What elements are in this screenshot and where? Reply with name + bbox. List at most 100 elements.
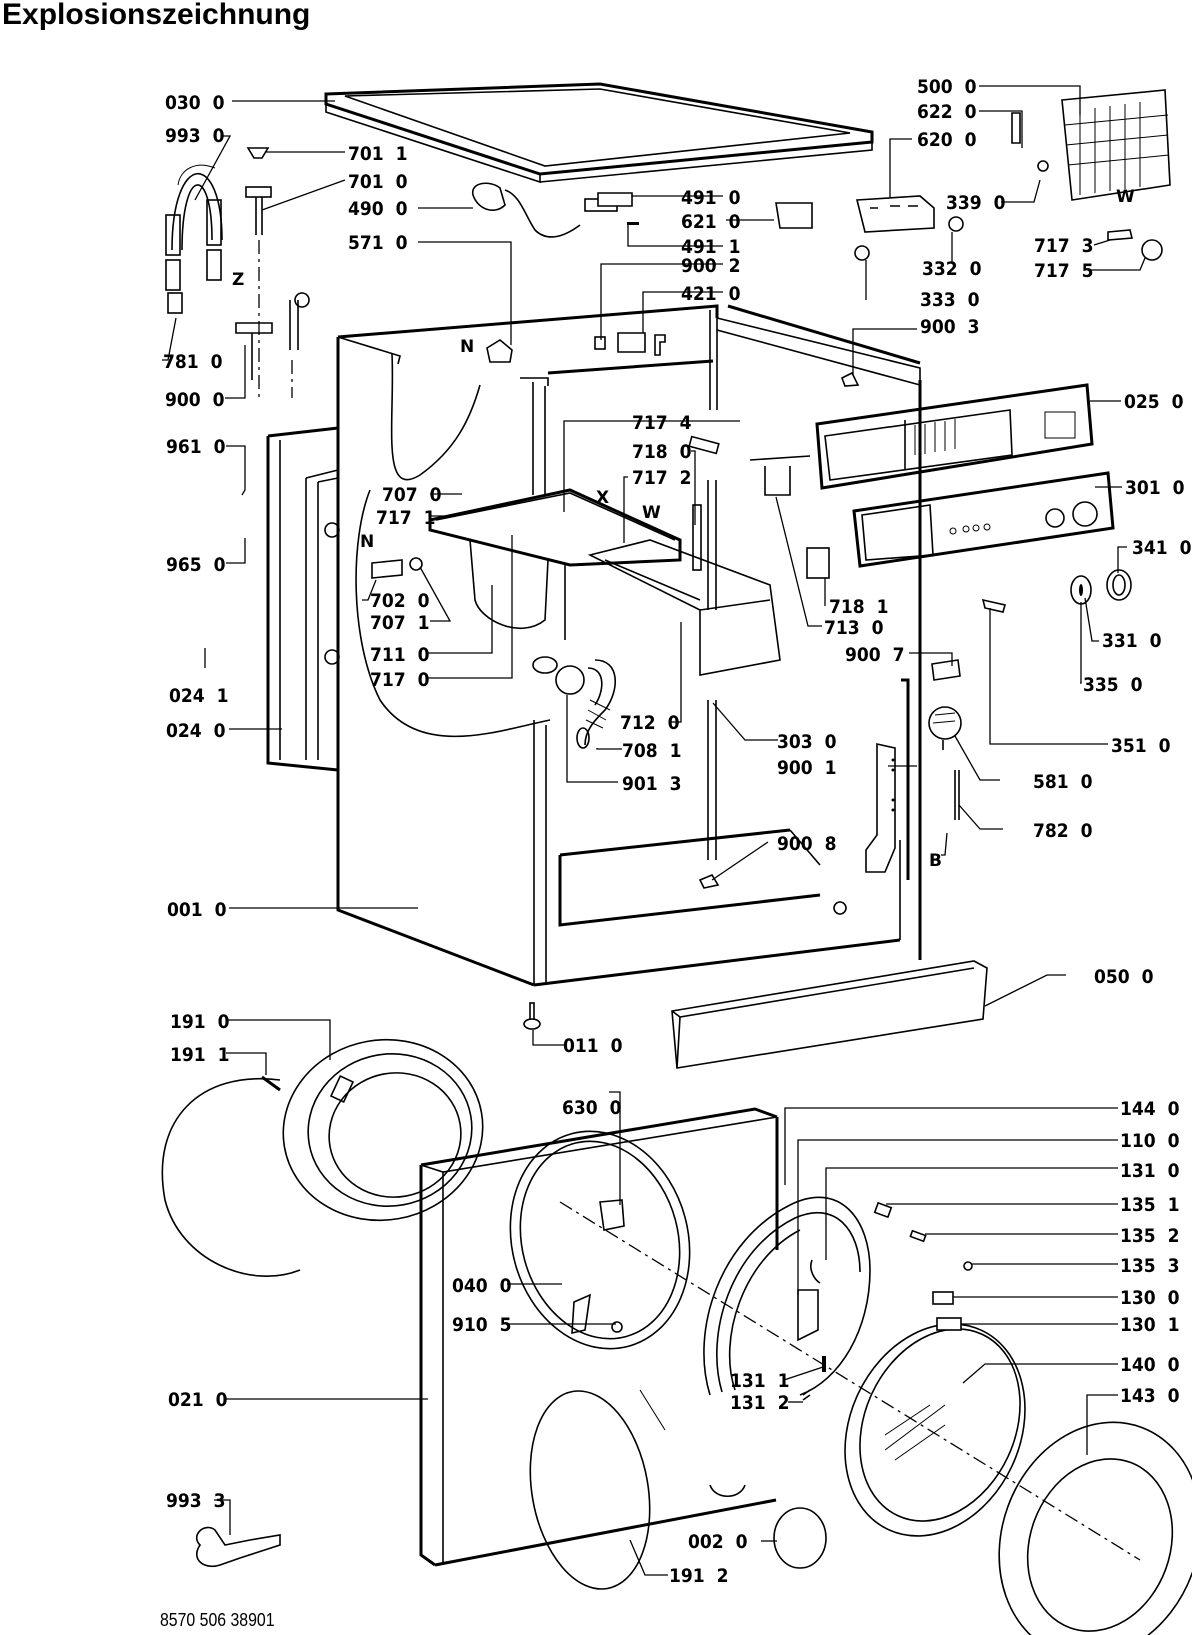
diagram-title: Explosionszeichnung — [2, 0, 311, 31]
part-switch-block — [775, 195, 964, 261]
callout-708-1[interactable]: 708 1 — [622, 740, 681, 762]
part-door-outer — [998, 1421, 1192, 1635]
callout-717-4[interactable]: 717 4 — [632, 412, 692, 434]
callout-421-0[interactable]: 421 0 — [681, 283, 741, 305]
callout-900-2[interactable]: 900 2 — [681, 255, 740, 277]
callout-110-0[interactable]: 110 0 — [1120, 1130, 1180, 1152]
callout-993-0[interactable]: 993 0 — [165, 125, 225, 147]
callout-707-0[interactable]: 707 0 — [382, 484, 442, 506]
callout-630-0[interactable]: 630 0 — [562, 1097, 622, 1119]
callout-718-1[interactable]: 718 1 — [829, 596, 888, 618]
callout-620-0[interactable]: 620 0 — [917, 129, 977, 151]
part-misc-clips — [486, 332, 860, 889]
callout-335-0[interactable]: 335 0 — [1083, 674, 1143, 696]
part-control-module — [1011, 89, 1171, 261]
callout-002-0[interactable]: 002 0 — [688, 1531, 748, 1553]
callout-140-0[interactable]: 140 0 — [1120, 1354, 1180, 1376]
callout-900-3[interactable]: 900 3 — [920, 316, 979, 338]
callout-351-0[interactable]: 351 0 — [1111, 735, 1171, 757]
callout-135-2[interactable]: 135 2 — [1120, 1225, 1179, 1247]
callout-303-0[interactable]: 303 0 — [777, 731, 837, 753]
callout-491-1[interactable]: 491 1 — [681, 236, 740, 258]
callout-621-0[interactable]: 621 0 — [681, 211, 741, 233]
callout-030-0[interactable]: 030 0 — [165, 92, 225, 114]
callout-901-3[interactable]: 901 3 — [622, 773, 681, 795]
callout-965-0[interactable]: 965 0 — [166, 554, 226, 576]
callout-050-0[interactable]: 050 0 — [1094, 966, 1154, 988]
callout-191-0[interactable]: 191 0 — [170, 1011, 230, 1033]
callout-130-1[interactable]: 130 1 — [1120, 1314, 1179, 1336]
callout-717-2[interactable]: 717 2 — [632, 467, 691, 489]
callout-labels: 030 0 993 0 701 1 701 0 490 0 571 0 781 … — [163, 76, 1192, 1587]
callout-001-0[interactable]: 001 0 — [167, 899, 227, 921]
callout-131-0[interactable]: 131 0 — [1120, 1160, 1180, 1182]
callout-332-0[interactable]: 332 0 — [922, 258, 982, 280]
callout-191-2[interactable]: 191 2 — [669, 1565, 728, 1587]
callout-707-1[interactable]: 707 1 — [370, 612, 429, 634]
callout-490-0[interactable]: 490 0 — [348, 198, 408, 220]
callout-135-3[interactable]: 135 3 — [1120, 1255, 1179, 1277]
callout-135-1[interactable]: 135 1 — [1120, 1194, 1179, 1216]
callout-713-0[interactable]: 713 0 — [824, 617, 884, 639]
callout-712-0[interactable]: 712 0 — [620, 712, 680, 734]
callout-144-0[interactable]: 144 0 — [1120, 1098, 1180, 1120]
callout-961-0[interactable]: 961 0 — [166, 436, 226, 458]
callout-717-3[interactable]: 717 3 — [1034, 235, 1093, 257]
callout-900-8[interactable]: 900 8 — [777, 833, 836, 855]
callout-024-1[interactable]: 024 1 — [169, 685, 228, 707]
callout-131-1[interactable]: 131 1 — [730, 1370, 789, 1392]
part-brackets — [749, 455, 961, 681]
part-power-cord — [472, 182, 639, 238]
callout-339-0[interactable]: 339 0 — [946, 192, 1006, 214]
part-plinth — [671, 960, 988, 1069]
callout-491-0[interactable]: 491 0 — [681, 187, 741, 209]
callout-011-0[interactable]: 011 0 — [563, 1035, 623, 1057]
callout-910-5[interactable]: 910 5 — [452, 1314, 511, 1336]
part-door-window — [844, 1323, 1026, 1537]
callout-500-0[interactable]: 500 0 — [917, 76, 977, 98]
reference-markers: Z N N X W W B — [232, 187, 1135, 871]
callout-333-0[interactable]: 333 0 — [920, 289, 980, 311]
callout-622-0[interactable]: 622 0 — [917, 101, 977, 123]
part-door-ring — [703, 1196, 871, 1396]
callout-581-0[interactable]: 581 0 — [1033, 771, 1093, 793]
callout-717-0[interactable]: 717 0 — [370, 669, 430, 691]
leader-lines — [162, 85, 1146, 1576]
callout-900-0[interactable]: 900 0 — [165, 389, 225, 411]
marker-x: X — [596, 488, 609, 508]
callout-711-0[interactable]: 711 0 — [370, 644, 430, 666]
part-cabinet — [336, 304, 922, 987]
callout-191-1[interactable]: 191 1 — [170, 1044, 229, 1066]
callout-331-0[interactable]: 331 0 — [1102, 630, 1162, 652]
marker-w-dispenser: W — [642, 503, 661, 523]
callout-701-1[interactable]: 701 1 — [348, 143, 407, 165]
callout-040-0[interactable]: 040 0 — [452, 1275, 512, 1297]
callout-025-0[interactable]: 025 0 — [1124, 391, 1184, 413]
callout-717-5[interactable]: 717 5 — [1034, 260, 1093, 282]
callout-341-0[interactable]: 341 0 — [1132, 537, 1192, 559]
part-hinge-hardware — [802, 1201, 973, 1401]
callout-900-7[interactable]: 900 7 — [845, 644, 904, 666]
callout-717-1[interactable]: 717 1 — [376, 507, 435, 529]
callout-781-0[interactable]: 781 0 — [163, 351, 223, 373]
part-pressure-switch — [928, 706, 962, 820]
callout-782-0[interactable]: 782 0 — [1033, 820, 1093, 842]
callout-900-1[interactable]: 900 1 — [777, 757, 836, 779]
callout-702-0[interactable]: 702 0 — [370, 590, 430, 612]
marker-n-top: N — [460, 337, 474, 357]
part-foot — [523, 1002, 541, 1030]
part-fascia — [852, 471, 1115, 568]
callout-301-0[interactable]: 301 0 — [1125, 477, 1185, 499]
callout-130-0[interactable]: 130 0 — [1120, 1287, 1180, 1309]
callout-021-0[interactable]: 021 0 — [168, 1389, 228, 1411]
marker-n-left: N — [360, 532, 374, 552]
callout-571-0[interactable]: 571 0 — [348, 232, 408, 254]
callout-024-0[interactable]: 024 0 — [166, 720, 226, 742]
callout-143-0[interactable]: 143 0 — [1120, 1385, 1180, 1407]
callout-718-0[interactable]: 718 0 — [632, 441, 692, 463]
callout-131-2[interactable]: 131 2 — [730, 1392, 789, 1414]
callout-993-3[interactable]: 993 3 — [166, 1490, 225, 1512]
marker-z: Z — [232, 270, 244, 290]
part-wrench — [195, 1526, 281, 1567]
callout-701-0[interactable]: 701 0 — [348, 171, 408, 193]
